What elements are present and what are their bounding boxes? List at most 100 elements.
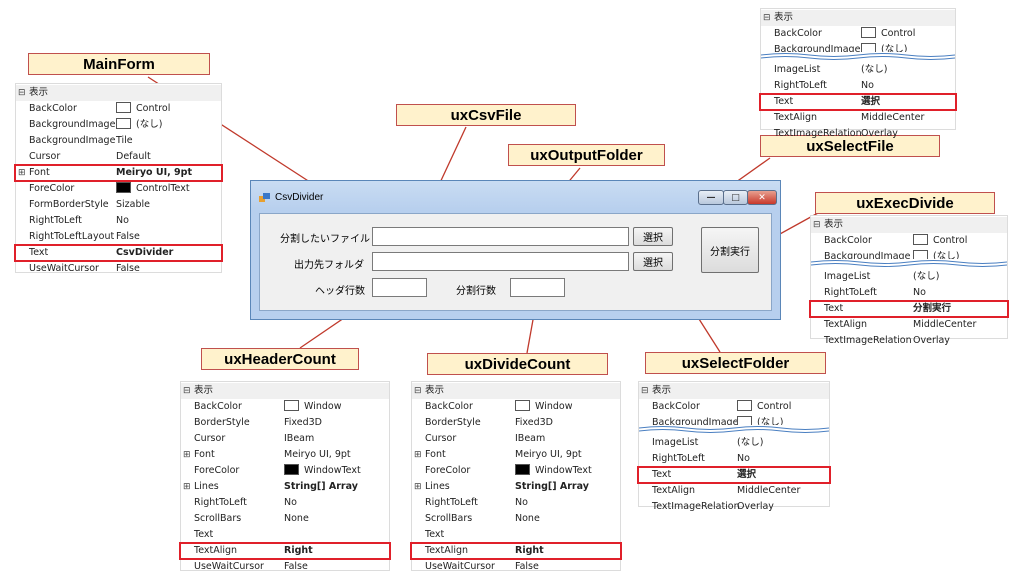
property-value[interactable]: No [284,495,297,511]
property-value[interactable]: Overlay [913,333,950,349]
property-value[interactable]: False [116,229,140,245]
property-row[interactable]: BackgroundImage(なし) [16,117,221,133]
property-row[interactable]: ImageList(なし) [761,62,955,78]
collapse-icon[interactable]: ⊟ [763,13,771,23]
divide-count-textbox[interactable] [510,278,565,297]
property-value[interactable]: String[] Array [515,479,589,495]
property-value[interactable]: Meiryo UI, 9pt [515,447,582,463]
property-value[interactable]: Control [737,399,791,415]
property-value[interactable]: MiddleCenter [737,483,800,499]
property-value[interactable]: False [284,559,308,575]
property-row[interactable]: Text [181,527,389,543]
property-row[interactable]: Text [412,527,620,543]
property-value[interactable]: Window [284,399,341,415]
property-value[interactable]: Control [861,26,915,42]
category-row[interactable]: ⊟表示 [16,85,221,101]
expand-icon[interactable]: ⊞ [414,482,422,492]
property-value[interactable]: IBeam [284,431,314,447]
select-folder-button[interactable]: 選択 [633,252,673,271]
property-value[interactable]: Meiryo UI, 9pt [116,165,192,181]
property-value[interactable]: None [284,511,309,527]
property-value[interactable]: IBeam [515,431,545,447]
property-value[interactable]: WindowText [515,463,592,479]
collapse-icon[interactable]: ⊟ [183,386,191,396]
property-value[interactable]: 分割実行 [913,301,951,317]
category-row[interactable]: ⊟表示 [761,10,955,26]
property-value[interactable]: Control [116,101,170,117]
collapse-icon[interactable]: ⊟ [414,386,422,396]
property-value[interactable]: No [737,451,750,467]
category-row[interactable]: ⊟表示 [639,383,829,399]
close-button[interactable]: ✕ [747,190,777,205]
property-value[interactable]: No [913,285,926,301]
property-row[interactable]: ImageList(なし) [811,269,1007,285]
expand-icon[interactable]: ⊞ [183,482,191,492]
expand-icon[interactable]: ⊞ [183,450,191,460]
property-value[interactable]: None [515,511,540,527]
header-count-textbox[interactable] [372,278,427,297]
property-value[interactable]: 選択 [861,94,880,110]
expand-icon[interactable]: ⊞ [18,168,26,178]
category-row[interactable]: ⊟表示 [811,217,1007,233]
property-value[interactable]: Fixed3D [515,415,553,431]
property-value[interactable]: (なし) [861,62,887,78]
property-value[interactable]: Window [515,399,572,415]
collapse-icon[interactable]: ⊟ [18,88,26,98]
property-value[interactable]: (なし) [116,117,162,133]
property-value[interactable]: ControlText [116,181,190,197]
property-value[interactable]: Sizable [116,197,150,213]
property-value[interactable]: No [116,213,129,229]
property-value[interactable]: WindowText [284,463,361,479]
property-value[interactable]: CsvDivider [116,245,173,261]
property-value[interactable]: No [515,495,528,511]
property-value[interactable]: Tile [116,133,133,149]
exec-divide-button[interactable]: 分割実行 [701,227,759,273]
property-value[interactable]: MiddleCenter [861,110,924,126]
category-row[interactable]: ⊟表示 [181,383,389,399]
select-file-button[interactable]: 選択 [633,227,673,246]
maximize-button[interactable]: □ [723,190,748,205]
property-value[interactable]: 選択 [737,467,756,483]
property-value[interactable]: False [515,559,539,575]
property-value[interactable]: Fixed3D [284,415,322,431]
property-value[interactable]: Overlay [861,126,898,142]
property-value[interactable]: Overlay [737,499,774,515]
window-titlebar[interactable]: CsvDivider — □ ✕ [251,181,780,215]
property-value[interactable]: Right [284,543,313,559]
property-value[interactable]: Right [515,543,544,559]
